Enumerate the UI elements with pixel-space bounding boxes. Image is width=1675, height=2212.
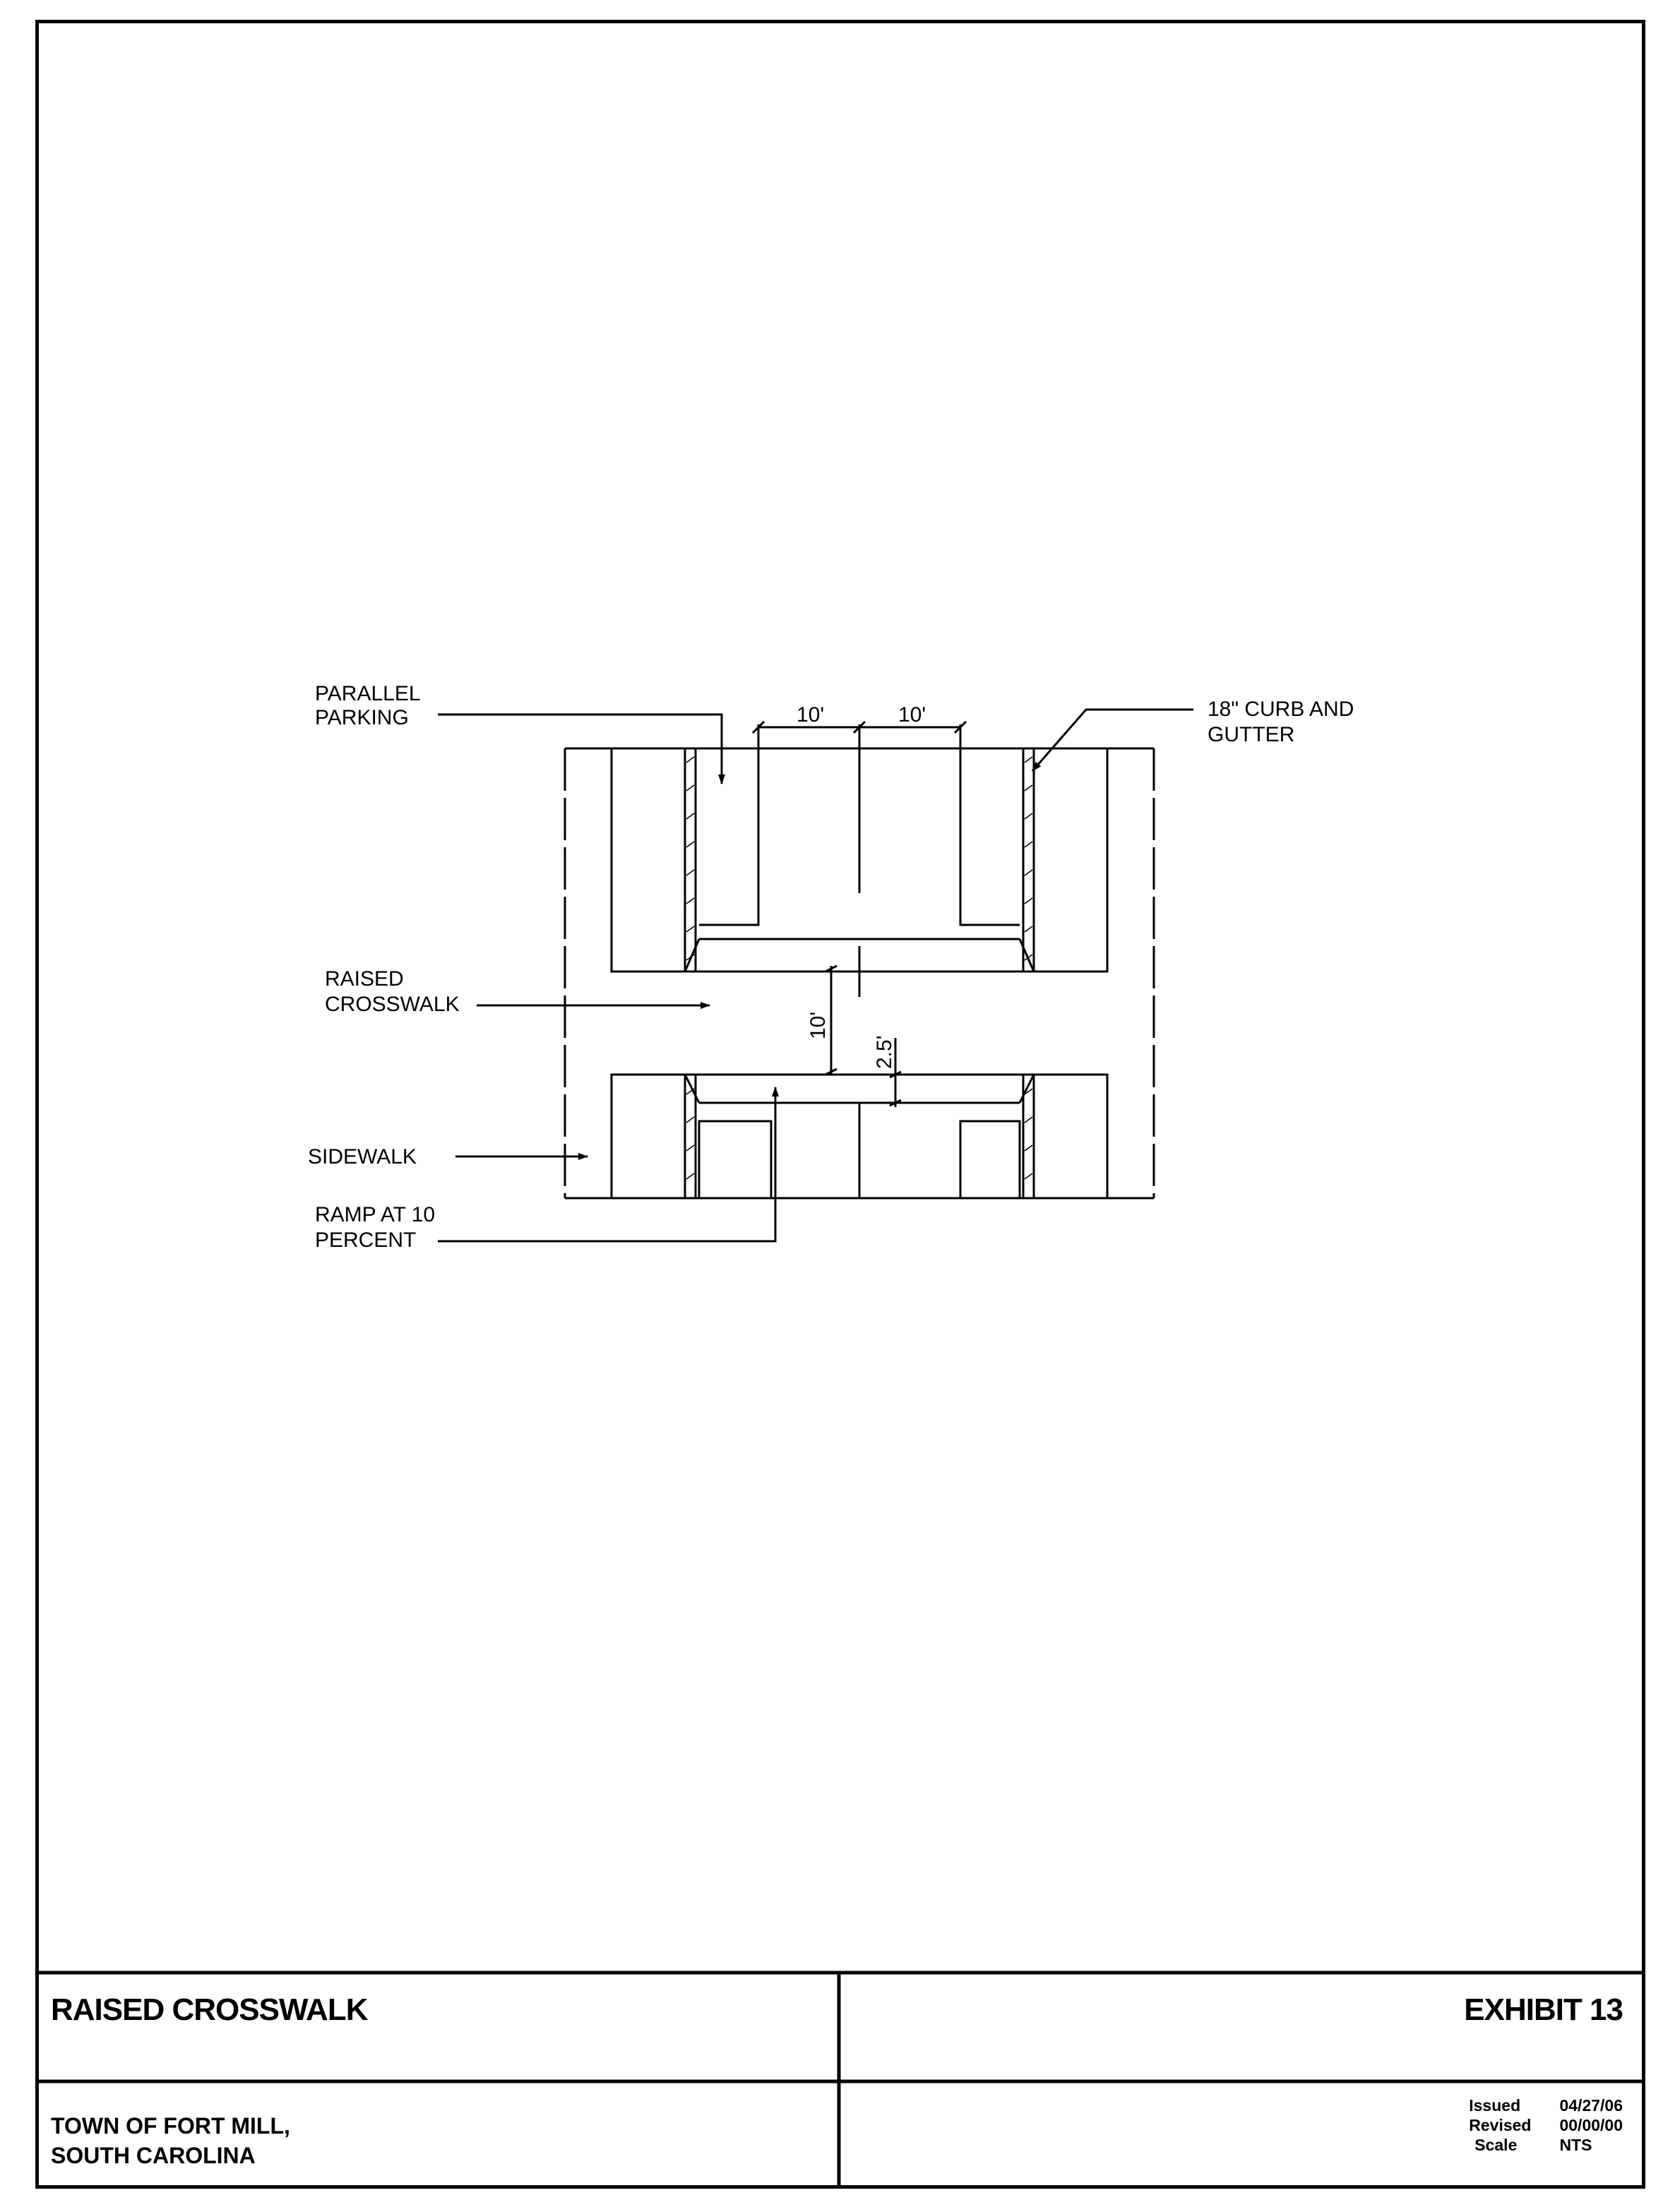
dim-tick-right xyxy=(953,720,967,734)
scale-label: Scale xyxy=(1474,2136,1518,2154)
parking-stall-bottom-right xyxy=(959,1120,1021,1198)
label-ramp-1: RAMP AT 10 xyxy=(315,1203,435,1226)
bottom-left-sidewalk xyxy=(610,1073,685,1198)
label-parallel-parking-1: PARALLEL xyxy=(315,682,421,705)
parking-stall-top-left xyxy=(699,724,760,926)
scale-value: NTS xyxy=(1559,2136,1592,2154)
ramp-bottom-left-bevel xyxy=(684,1074,701,1104)
label-sidewalk: SIDEWALK xyxy=(308,1145,417,1168)
issued-value: 04/27/06 xyxy=(1559,2096,1623,2115)
ramp-top-left-bevel xyxy=(684,938,701,972)
dim-tick-mid xyxy=(852,720,866,734)
leader-parallel-parking xyxy=(438,713,725,784)
dim-label-crosswalk: 10' xyxy=(806,1012,830,1039)
dim-label-lane-left: 10' xyxy=(797,703,824,727)
label-parallel-parking-2: PARKING xyxy=(315,706,409,729)
issued-label: Issued xyxy=(1469,2096,1521,2115)
drawing-title: RAISED CROSSWALK xyxy=(51,1992,368,2027)
ramp-bottom-right-bevel xyxy=(1018,1074,1035,1104)
bottom-right-sidewalk xyxy=(1034,1073,1109,1198)
organization-line2: SOUTH CAROLINA xyxy=(51,2143,256,2168)
revised-label: Revised xyxy=(1469,2116,1532,2134)
parking-stall-bottom-left xyxy=(698,1120,773,1198)
top-right-sidewalk xyxy=(1034,748,1109,973)
top-left-sidewalk xyxy=(610,748,685,973)
exhibit-number: EXHIBIT 13 xyxy=(1464,1992,1623,2027)
ramp-top-right-bevel xyxy=(1018,938,1035,972)
drawing-metadata: Issued 04/27/06 Revised 00/00/00 Scale N… xyxy=(1469,2096,1623,2155)
label-curb-gutter-2: GUTTER xyxy=(1208,723,1294,746)
dim-tick-cw-top xyxy=(825,964,838,973)
label-curb-gutter-1: 18" CURB AND xyxy=(1208,698,1354,721)
revised-value: 00/00/00 xyxy=(1559,2116,1623,2134)
organization: TOWN OF FORT MILL, SOUTH CAROLINA xyxy=(51,2111,290,2170)
parking-stall-top-right xyxy=(959,724,1020,926)
dim-tick-ramp-bottom xyxy=(889,1099,902,1107)
label-ramp-2: PERCENT xyxy=(315,1228,416,1252)
organization-line1: TOWN OF FORT MILL, xyxy=(51,2113,290,2139)
label-raised-crosswalk-1: RAISED xyxy=(325,967,404,991)
dim-tick-cw-bottom xyxy=(825,1068,838,1076)
dim-label-ramp: 2.5' xyxy=(873,1036,896,1069)
leader-curb-gutter xyxy=(1031,708,1193,772)
label-raised-crosswalk-2: CROSSWALK xyxy=(325,993,460,1016)
leader-ramp xyxy=(438,1087,779,1243)
dim-tick-left xyxy=(751,720,765,734)
dim-tick-ramp-top xyxy=(889,1070,902,1079)
dim-label-lane-right: 10' xyxy=(898,703,926,727)
